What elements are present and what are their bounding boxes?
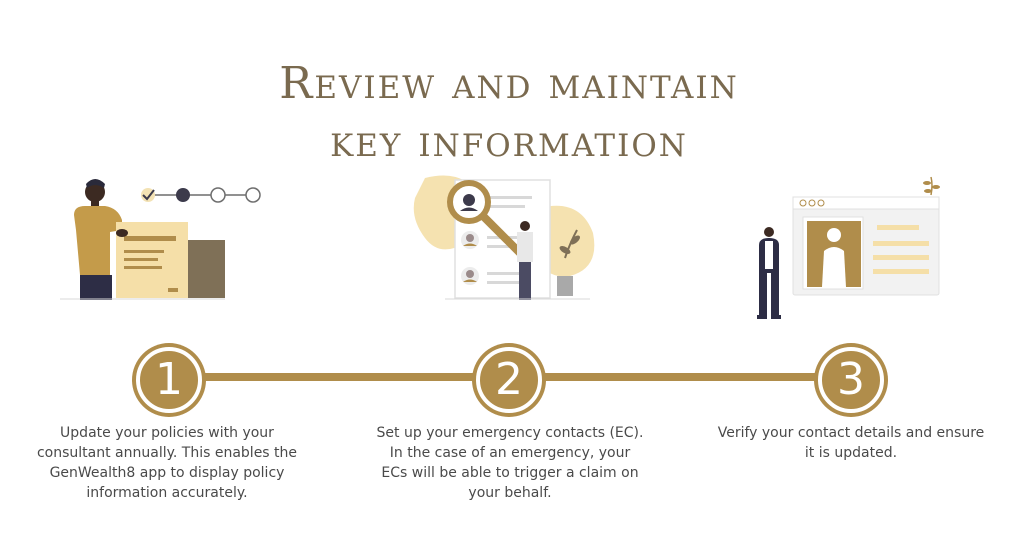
step-3-description: Verify your contact details and ensure i…	[717, 425, 985, 461]
step-1-number-badge: 1	[136, 347, 202, 413]
title-line-2: key information	[330, 116, 688, 168]
step-2-number-badge: 2	[476, 347, 542, 413]
verify-details-illustration	[757, 176, 940, 319]
title-line-1: Review and maintain	[279, 58, 739, 110]
update-policy-illustration	[60, 179, 261, 300]
step-1-description: Update your policies with your consultan…	[36, 425, 298, 501]
page-title: Review and maintain key information	[0, 55, 1018, 171]
step-3-number-badge: 3	[818, 347, 884, 413]
step-2-description: Set up your emergency contacts (EC). In …	[376, 425, 644, 501]
emergency-contacts-illustration	[413, 175, 595, 300]
